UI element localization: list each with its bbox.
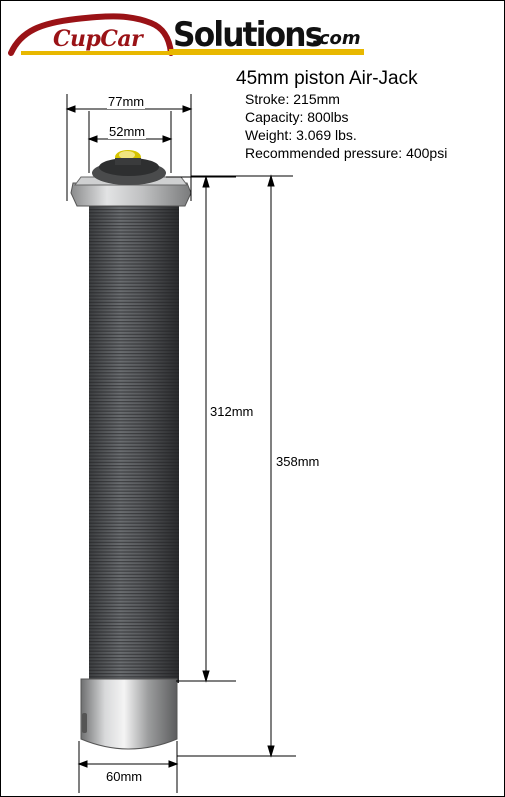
dimension-77mm xyxy=(65,94,193,201)
logo-domain-suffix: .com xyxy=(312,28,361,49)
dimension-label-358mm: 358mm xyxy=(275,454,321,469)
dimension-52mm xyxy=(87,111,173,173)
dimension-label-77mm: 77mm xyxy=(107,94,146,109)
dimension-label-60mm: 60mm xyxy=(105,769,144,784)
car-silhouette-logo xyxy=(8,13,364,56)
product-title: 45mm piston Air-Jack xyxy=(236,68,418,89)
threaded-body xyxy=(89,201,179,683)
dimension-label-312mm: 312mm xyxy=(209,404,255,419)
bottom-sleeve xyxy=(80,678,178,750)
site-header-logo[interactable]: CupCar Solutions .com xyxy=(1,1,504,63)
dimension-60mm xyxy=(77,741,179,793)
dimension-312mm xyxy=(166,175,236,683)
dimension-label-52mm: 52mm xyxy=(108,124,147,139)
spec-weight: Weight: 3.069 lbs. xyxy=(245,127,357,143)
spec-pressure: Recommended pressure: 400psi xyxy=(245,145,448,161)
spec-stroke: Stroke: 215mm xyxy=(245,91,340,107)
spec-capacity: Capacity: 800lbs xyxy=(245,109,349,125)
logo-script-text: CupCar xyxy=(53,26,143,52)
top-cap xyxy=(70,150,192,207)
dimension-358mm xyxy=(177,174,296,758)
logo-main-text: Solutions xyxy=(173,15,323,55)
